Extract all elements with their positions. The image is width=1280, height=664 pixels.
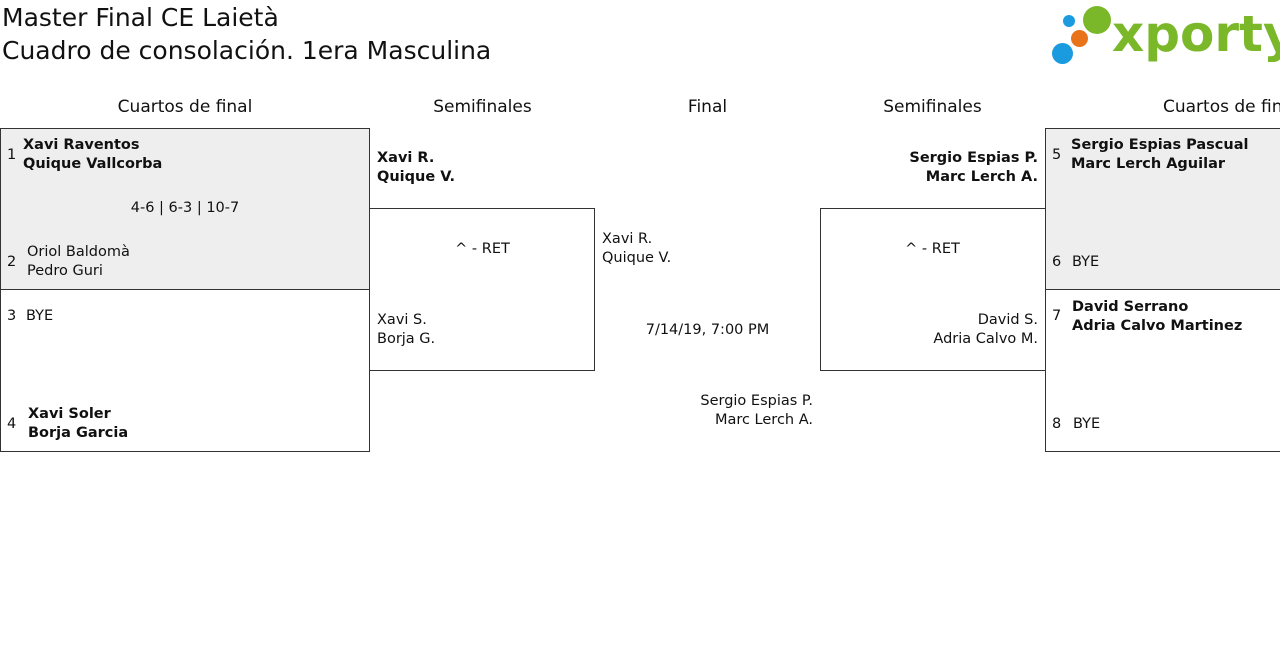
player-name: Sergio Espias P.	[700, 393, 813, 409]
page-subtitle: Cuadro de consolación. 1era Masculina	[2, 36, 492, 65]
player-name: Adria Calvo M.	[933, 331, 1038, 347]
player-name: Borja Garcia	[28, 425, 129, 441]
left-sf-connector	[369, 208, 595, 371]
player-name: Quique Vallcorba	[23, 156, 163, 172]
page-title: Master Final CE Laietà	[2, 3, 279, 32]
player-name: Xavi Raventos	[23, 137, 140, 153]
seed-number: 1	[7, 147, 17, 163]
player-name: Sergio Espias P.	[909, 150, 1038, 166]
left-qf-match-1	[0, 128, 370, 290]
match-score: 4-6 | 6-3 | 10-7	[130, 200, 240, 216]
round-left-qf: Cuartos de final	[117, 97, 253, 117]
player-name: Marc Lerch A.	[714, 412, 813, 428]
player-name: BYE	[1072, 254, 1100, 270]
player-name: Xavi R.	[602, 231, 653, 247]
right-sf-connector	[820, 208, 1046, 371]
player-name: Oriol Baldomà	[27, 244, 130, 260]
seed-number: 4	[7, 416, 17, 432]
player-name: Marc Lerch A.	[925, 169, 1038, 185]
seed-number: 2	[7, 254, 17, 270]
player-name: Quique V.	[377, 169, 456, 185]
seed-number: 6	[1052, 254, 1062, 270]
player-name: Xavi Soler	[28, 406, 111, 422]
seed-number: 7	[1052, 308, 1062, 324]
seed-number: 8	[1052, 416, 1062, 432]
seed-number: 5	[1052, 147, 1062, 163]
round-right-qf: Cuartos de final	[1163, 97, 1280, 117]
logo-dot-green	[1083, 6, 1111, 34]
player-name: Adria Calvo Martinez	[1072, 318, 1243, 334]
player-name: David S.	[977, 312, 1038, 328]
match-score: ^ - RET	[905, 241, 960, 257]
player-name: Sergio Espias Pascual	[1071, 137, 1249, 153]
round-left-sf: Semifinales	[433, 97, 532, 117]
right-qf-match-2	[1045, 289, 1280, 452]
logo-dot-blue-top	[1063, 15, 1075, 27]
seed-number: 3	[7, 308, 17, 324]
player-name: Pedro Guri	[27, 263, 103, 279]
xporty-logo: xporty	[1050, 4, 1280, 68]
player-name: David Serrano	[1072, 299, 1189, 315]
logo-dot-blue-bottom	[1052, 43, 1073, 64]
player-name: Quique V.	[602, 250, 672, 266]
player-name: Borja G.	[377, 331, 436, 347]
player-name: BYE	[1073, 416, 1101, 432]
logo-dot-orange	[1071, 30, 1088, 47]
round-right-sf: Semifinales	[883, 97, 982, 117]
player-name: Xavi S.	[377, 312, 427, 328]
player-name: Xavi R.	[377, 150, 435, 166]
match-score: ^ - RET	[455, 241, 510, 257]
round-final: Final	[687, 97, 728, 117]
player-name: Marc Lerch Aguilar	[1071, 156, 1225, 172]
logo-wordmark: xporty	[1112, 5, 1280, 63]
match-date: 7/14/19, 7:00 PM	[645, 322, 770, 338]
player-name: BYE	[26, 308, 54, 324]
